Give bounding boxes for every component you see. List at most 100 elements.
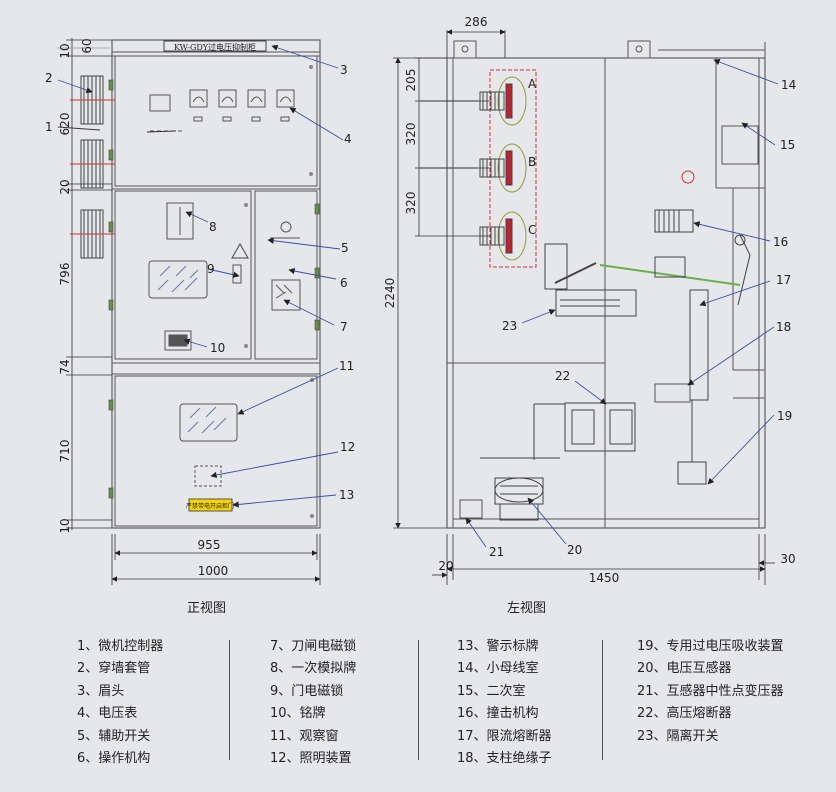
cabinet-drawing: 10 60 620 20 796 74 710 10 955 1000 KW-G… xyxy=(45,15,796,585)
callout-21: 21 xyxy=(489,545,504,559)
dim-front-74: 74 xyxy=(58,359,72,374)
dim-side-2240: 2240 xyxy=(383,278,397,309)
dim-front-620: 620 xyxy=(58,113,72,136)
callout-5: 5 xyxy=(341,241,349,255)
callout-1: 1 xyxy=(45,120,53,134)
dim-side-1450: 1450 xyxy=(589,571,620,585)
legend-column-1: 1、微机控制器 2、穿墙套管 3、眉头 4、电压表 5、辅助开关 6、操作机构 xyxy=(77,636,163,770)
legend-item: 10、铭牌 xyxy=(270,706,326,722)
callout-8: 8 xyxy=(209,220,217,234)
secondary-room xyxy=(721,125,759,165)
legend-item: 14、小母线室 xyxy=(457,661,539,677)
legend-item: 5、辅助开关 xyxy=(77,728,151,744)
dim-side-30: 30 xyxy=(780,552,795,566)
phase-labels: A B C xyxy=(528,77,537,237)
callout-2: 2 xyxy=(45,71,53,85)
dim-front-1000: 1000 xyxy=(198,564,229,578)
legend-item: 13、警示标牌 xyxy=(457,639,539,654)
legend-divider xyxy=(418,640,419,760)
legend-column-4: 19、专用过电压吸收装置 20、电压互感器 21、互感器中性点变压器 22、高压… xyxy=(637,636,784,748)
wall-bushings xyxy=(70,75,115,259)
hinges xyxy=(108,79,320,499)
legend-item: 3、眉头 xyxy=(77,683,125,699)
operating-mechanism-area xyxy=(270,221,301,311)
dim-front-20: 20 xyxy=(58,179,72,194)
callout-7: 7 xyxy=(340,320,348,334)
door-knobs xyxy=(244,65,314,518)
phase-c: C xyxy=(528,223,536,237)
controller-box xyxy=(149,94,171,112)
front-callout-labels: 1 2 3 4 5 6 7 8 9 10 11 12 13 xyxy=(45,63,355,502)
callout-3: 3 xyxy=(340,63,348,77)
legend-item: 11、观察窗 xyxy=(270,728,339,744)
dim-side-286: 286 xyxy=(465,15,488,29)
legend-item: 2、穿墙套管 xyxy=(77,661,151,677)
legend-item: 17、限流熔断器 xyxy=(457,728,552,744)
callout-12: 12 xyxy=(340,440,355,454)
front-view-caption: 正视图 xyxy=(187,601,227,616)
callout-18: 18 xyxy=(776,320,791,334)
side-callout-labels: 14 15 16 17 18 19 20 21 22 23 xyxy=(489,78,796,559)
middle-observation-window xyxy=(148,260,208,299)
lighting-device xyxy=(194,465,222,487)
striker-mechanism xyxy=(654,209,751,401)
side-callout-lines xyxy=(420,59,779,548)
dim-side-205: 205 xyxy=(404,69,418,92)
callout-4: 4 xyxy=(344,132,352,146)
legend-item: 23、隔离开关 xyxy=(637,728,719,744)
callout-23: 23 xyxy=(502,319,517,333)
voltmeters xyxy=(189,89,295,122)
legend-item: 12、照明装置 xyxy=(270,750,352,766)
legend-item: 19、专用过电压吸收装置 xyxy=(637,639,784,654)
warning-triangle xyxy=(231,242,249,259)
front-view-dimensions xyxy=(57,38,321,585)
legend-item: 21、互感器中性点变压器 xyxy=(637,683,784,699)
nameplate-header xyxy=(163,40,267,52)
front-lower-door xyxy=(114,375,318,527)
legend-item: 6、操作机构 xyxy=(77,750,151,766)
dim-front-top-10: 10 xyxy=(58,43,72,58)
legend-item: 20、电压互感器 xyxy=(637,661,732,677)
legend-item: 16、撞击机构 xyxy=(457,706,539,722)
callout-9: 9 xyxy=(207,262,215,276)
legend-item: 18、支柱绝缘子 xyxy=(457,750,552,766)
side-view xyxy=(446,40,766,529)
front-middle-left-door xyxy=(114,190,252,360)
side-view-dimensions xyxy=(393,29,775,585)
callout-13: 13 xyxy=(339,488,354,502)
dim-front-796: 796 xyxy=(58,263,72,286)
callout-16: 16 xyxy=(773,235,788,249)
mimic-panel xyxy=(166,202,194,240)
dim-front-top-60: 60 xyxy=(80,38,94,53)
callout-10: 10 xyxy=(210,341,225,355)
support-insulator xyxy=(654,383,691,403)
legend-item: 8、一次模拟牌 xyxy=(270,661,357,677)
legend-item: 9、门电磁锁 xyxy=(270,683,344,699)
legend-item: 22、高压熔断器 xyxy=(637,706,732,722)
front-callout-lines xyxy=(57,44,344,508)
callout-22: 22 xyxy=(555,369,570,383)
legend-column-3: 13、警示标牌 14、小母线室 15、二次室 16、撞击机构 17、限流熔断器 … xyxy=(457,636,552,770)
hv-fuse xyxy=(533,402,636,460)
bushing-area xyxy=(489,69,537,268)
nameplate-title: KW-GDY过电压抑制柜 xyxy=(174,42,256,52)
phase-a: A xyxy=(528,77,537,91)
overvoltage-absorber xyxy=(677,400,707,485)
front-dim-labels: 10 60 620 20 796 74 710 10 955 1000 xyxy=(58,38,228,578)
lower-observation-window xyxy=(179,403,238,442)
callout-6: 6 xyxy=(340,276,348,290)
warning-label-text: 严禁带电开启柜门 xyxy=(186,502,234,510)
dim-side-320a: 320 xyxy=(404,123,418,146)
legend-divider xyxy=(602,640,603,760)
front-middle-right-door xyxy=(254,190,318,360)
legend-item: 1、微机控制器 xyxy=(77,639,164,654)
side-bushings xyxy=(479,76,527,261)
legend-column-2: 7、刀闸电磁锁 8、一次模拟牌 9、门电磁锁 10、铭牌 11、观察窗 12、照… xyxy=(270,636,356,770)
callout-20: 20 xyxy=(567,543,582,557)
voltage-transformer xyxy=(480,457,560,521)
front-view xyxy=(70,39,321,529)
parts-legend: 1、微机控制器 2、穿墙套管 3、眉头 4、电压表 5、辅助开关 6、操作机构 … xyxy=(0,636,836,786)
disconnector xyxy=(544,170,741,317)
legend-divider xyxy=(229,640,230,760)
dim-front-955: 955 xyxy=(198,538,221,552)
